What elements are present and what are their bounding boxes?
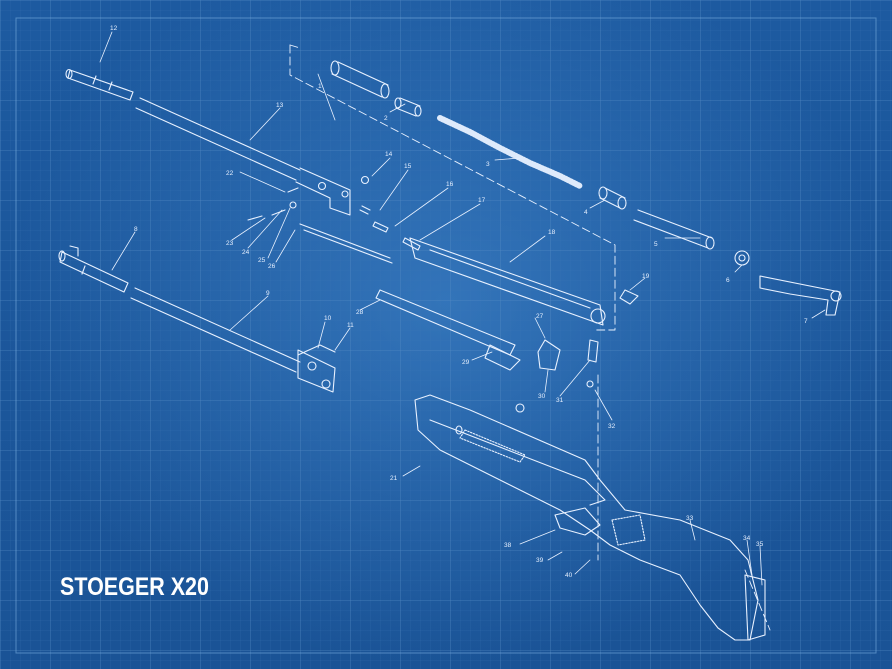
part-label-38: 38 — [504, 542, 512, 549]
trigger-group — [375, 289, 639, 388]
stock — [414, 394, 766, 641]
part-label-5: 5 — [654, 241, 658, 248]
receiver — [409, 237, 606, 326]
part-label-8: 8 — [134, 226, 138, 233]
part-label-22: 22 — [226, 170, 234, 177]
part-label-19: 19 — [642, 273, 650, 280]
part-label-16: 16 — [446, 181, 454, 188]
part-label-9: 9 — [266, 290, 270, 297]
part-label-40: 40 — [565, 572, 573, 579]
part-label-10: 10 — [324, 315, 332, 322]
part-label-2: 2 — [384, 115, 388, 122]
small-parts — [247, 175, 421, 264]
part-label-15: 15 — [404, 163, 412, 170]
part-label-24: 24 — [242, 249, 250, 256]
part-label-25: 25 — [258, 257, 266, 264]
upper-barrel — [65, 68, 351, 216]
part-label-30: 30 — [538, 393, 546, 400]
page-title: STOEGER X20 — [60, 573, 209, 601]
part-label-21: 21 — [390, 475, 398, 482]
part-label-17: 17 — [478, 197, 486, 204]
part-label-13: 13 — [276, 102, 284, 109]
part-label-32: 32 — [608, 423, 616, 430]
leader-lines — [99, 31, 826, 586]
part-label-26: 26 — [268, 263, 276, 270]
part-label-35: 35 — [756, 541, 764, 548]
part-label-27: 27 — [536, 313, 544, 320]
part-label-14: 14 — [385, 151, 393, 158]
part-label-34: 34 — [743, 535, 751, 542]
part-label-33: 33 — [686, 515, 694, 522]
part-label-7: 7 — [804, 318, 808, 325]
part-label-1: 1 — [318, 83, 322, 90]
piston-assembly — [330, 60, 842, 316]
part-label-3: 3 — [486, 161, 490, 168]
part-label-39: 39 — [536, 557, 544, 564]
part-label-23: 23 — [226, 240, 234, 247]
lower-barrel — [58, 245, 336, 393]
part-label-18: 18 — [548, 229, 556, 236]
part-label-28: 28 — [356, 309, 364, 316]
part-label-12: 12 — [110, 25, 118, 32]
assembly-dashed-lines — [289, 44, 771, 631]
part-label-11: 11 — [347, 322, 354, 329]
part-label-6: 6 — [726, 277, 730, 284]
part-label-29: 29 — [462, 359, 470, 366]
part-label-4: 4 — [584, 209, 588, 216]
part-label-31: 31 — [556, 397, 564, 404]
